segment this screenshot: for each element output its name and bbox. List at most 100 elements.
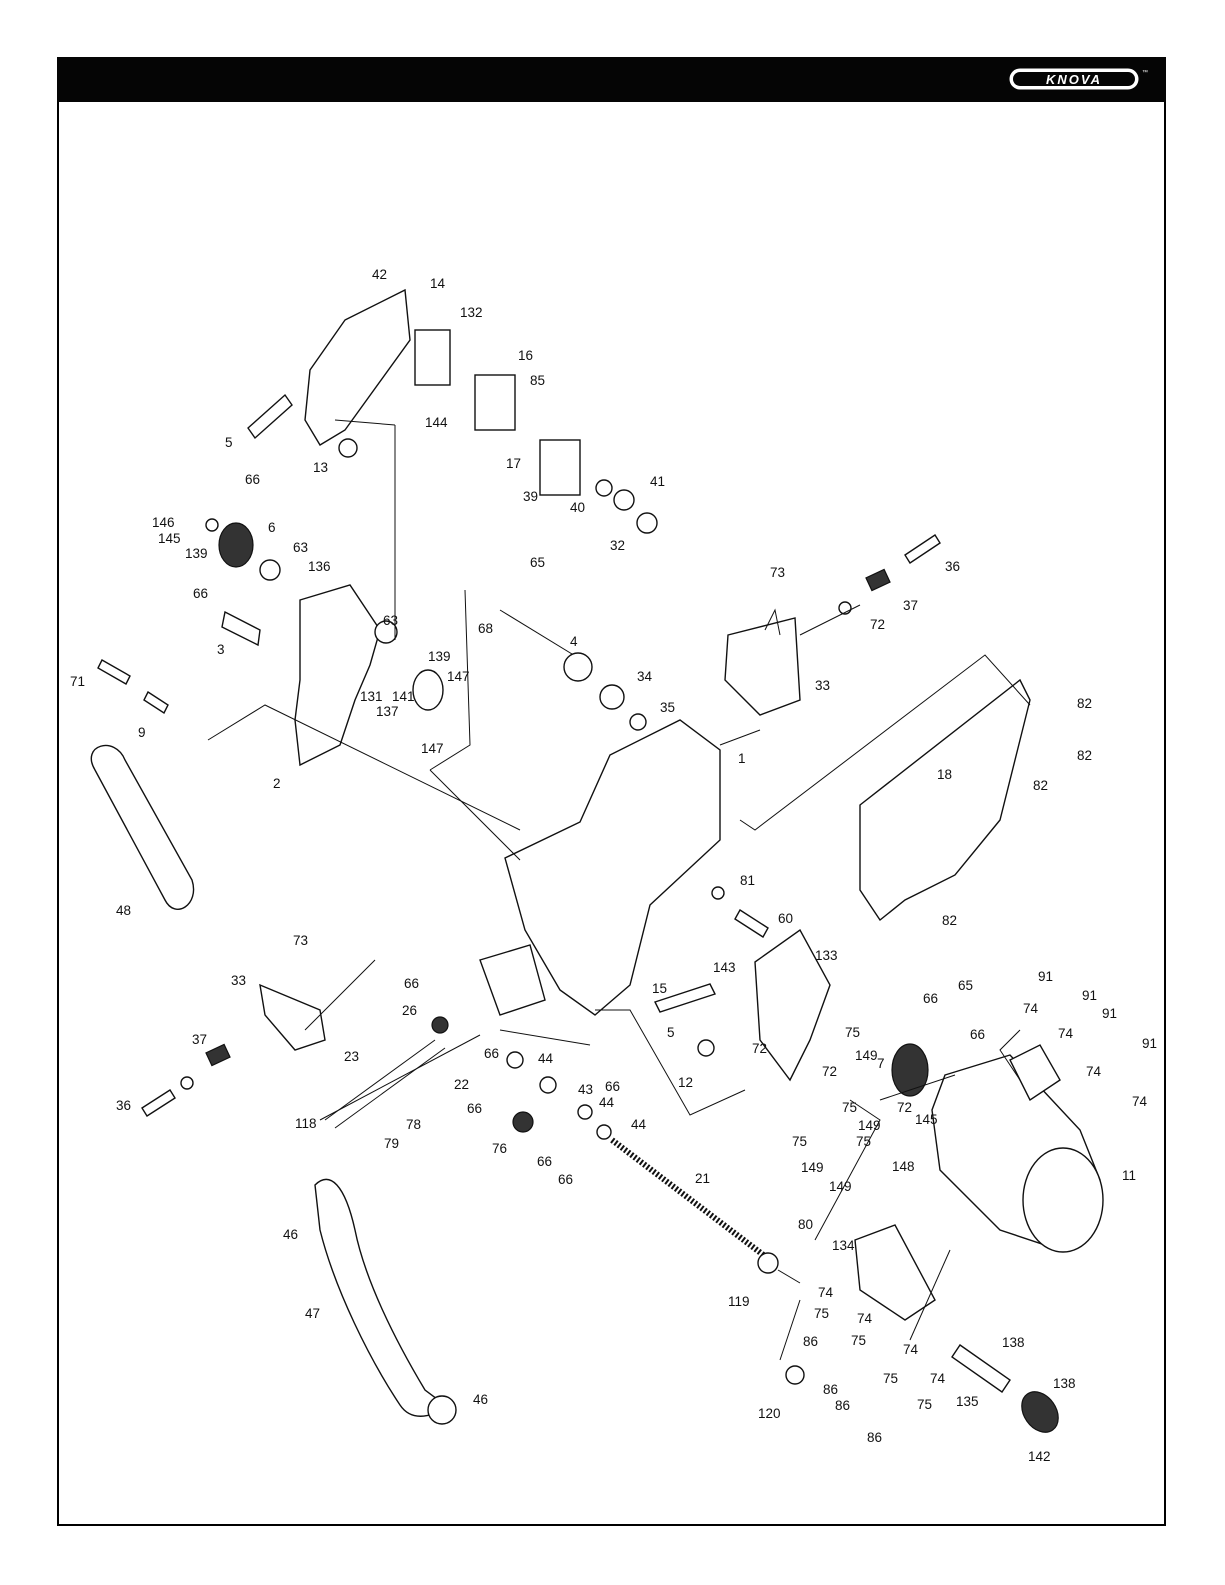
callout-12: 12: [678, 1075, 693, 1090]
callout-74: 74: [1023, 1001, 1039, 1016]
callout-149: 149: [801, 1160, 824, 1175]
part-motor-endcap: [1022, 1147, 1104, 1253]
part-pulley-139b: [412, 669, 444, 711]
callout-18: 18: [937, 767, 952, 782]
part-hose-47: [314, 1178, 447, 1417]
callout-139: 139: [428, 649, 451, 664]
callout-148: 148: [892, 1159, 915, 1174]
part-bolt-36b: [141, 1089, 176, 1117]
callout-40: 40: [570, 500, 585, 515]
callout-145: 145: [915, 1112, 938, 1127]
knova-logo: KNOVA ™: [1009, 68, 1148, 90]
callout-71: 71: [70, 674, 85, 689]
callout-75: 75: [814, 1306, 829, 1321]
part-bolt-71: [97, 659, 131, 685]
callout-86: 86: [823, 1382, 838, 1397]
part-main-housing: [504, 719, 721, 1016]
header-bar: [57, 57, 1166, 102]
callout-2: 2: [273, 776, 281, 791]
callout-5: 5: [225, 435, 233, 450]
part-spring-37b: [205, 1043, 231, 1067]
part-plate-16: [474, 374, 516, 431]
part-bearing-63b: [374, 620, 398, 644]
callout-131: 131: [360, 689, 383, 704]
part-pulley-26: [431, 1016, 449, 1034]
callout-44: 44: [631, 1117, 647, 1132]
part-washer-81: [711, 886, 725, 900]
callout-137: 137: [376, 704, 399, 719]
callout-85: 85: [530, 373, 545, 388]
part-bearing-63a: [259, 559, 281, 581]
part-shaft-119: [777, 1269, 801, 1284]
callout-82: 82: [1077, 748, 1092, 763]
callout-82: 82: [942, 913, 957, 928]
callout-73: 73: [770, 565, 785, 580]
callout-74: 74: [1086, 1064, 1102, 1079]
part-pulley-7: [891, 1043, 929, 1097]
callout-43: 43: [578, 1082, 593, 1097]
callout-33: 33: [231, 973, 246, 988]
callout-136: 136: [308, 559, 331, 574]
callout-91: 91: [1038, 969, 1053, 984]
callout-labels: 42 14 132 16 85 144 5 13 17 41 39 40 32 …: [70, 267, 1157, 1464]
callout-66: 66: [970, 1027, 985, 1042]
callout-72: 72: [897, 1100, 912, 1115]
callout-47: 47: [305, 1306, 320, 1321]
callout-72: 72: [822, 1064, 837, 1079]
callout-143: 143: [713, 960, 736, 975]
part-bearing-40: [595, 479, 613, 497]
callout-75: 75: [792, 1134, 807, 1149]
callout-72: 72: [870, 617, 885, 632]
callout-34: 34: [637, 669, 653, 684]
callout-32: 32: [610, 538, 625, 553]
callout-44: 44: [599, 1095, 615, 1110]
callout-132: 132: [460, 305, 483, 320]
part-motor-box: [1009, 1044, 1061, 1102]
callout-78: 78: [406, 1117, 421, 1132]
callout-66: 66: [193, 586, 208, 601]
callout-14: 14: [430, 276, 446, 291]
callout-35: 35: [660, 700, 675, 715]
callout-66: 66: [605, 1079, 620, 1094]
part-washer-120: [785, 1365, 805, 1385]
callout-82: 82: [1033, 778, 1048, 793]
trademark-mark: ™: [1142, 69, 1148, 76]
callout-149: 149: [855, 1048, 878, 1063]
part-bracket-134: [854, 1224, 936, 1321]
part-flange-4: [563, 652, 593, 682]
callout-91: 91: [1142, 1036, 1157, 1051]
part-spring-142: [1021, 1391, 1059, 1433]
callout-138: 138: [1053, 1376, 1076, 1391]
part-mount-33b: [259, 983, 326, 1051]
callout-39: 39: [523, 489, 538, 504]
callout-147: 147: [421, 741, 444, 756]
callout-75: 75: [851, 1333, 866, 1348]
callout-33: 33: [815, 678, 830, 693]
callout-119: 119: [728, 1294, 750, 1309]
part-arm-housing: [294, 584, 381, 767]
part-link-upper: [247, 393, 293, 440]
callout-37: 37: [192, 1032, 207, 1047]
callout-36: 36: [116, 1098, 131, 1113]
callout-80: 80: [798, 1217, 813, 1232]
part-spring-37a: [865, 568, 891, 592]
callout-135: 135: [956, 1394, 979, 1409]
part-belt-cover: [859, 678, 1031, 922]
callout-74: 74: [930, 1371, 946, 1386]
callout-68: 68: [478, 621, 493, 636]
callout-16: 16: [518, 348, 533, 363]
callout-66: 66: [558, 1172, 573, 1187]
callout-149: 149: [829, 1179, 852, 1194]
callout-66: 66: [484, 1046, 499, 1061]
callout-146: 146: [152, 515, 175, 530]
callout-74: 74: [903, 1342, 919, 1357]
callout-79: 79: [384, 1136, 399, 1151]
callout-74: 74: [1132, 1094, 1148, 1109]
callout-86: 86: [835, 1398, 850, 1413]
part-nut-12: [697, 1039, 715, 1057]
part-washer-139a: [205, 518, 219, 532]
callout-41: 41: [650, 474, 665, 489]
callout-145: 145: [158, 531, 181, 546]
part-shaft-23b: [334, 1047, 446, 1129]
